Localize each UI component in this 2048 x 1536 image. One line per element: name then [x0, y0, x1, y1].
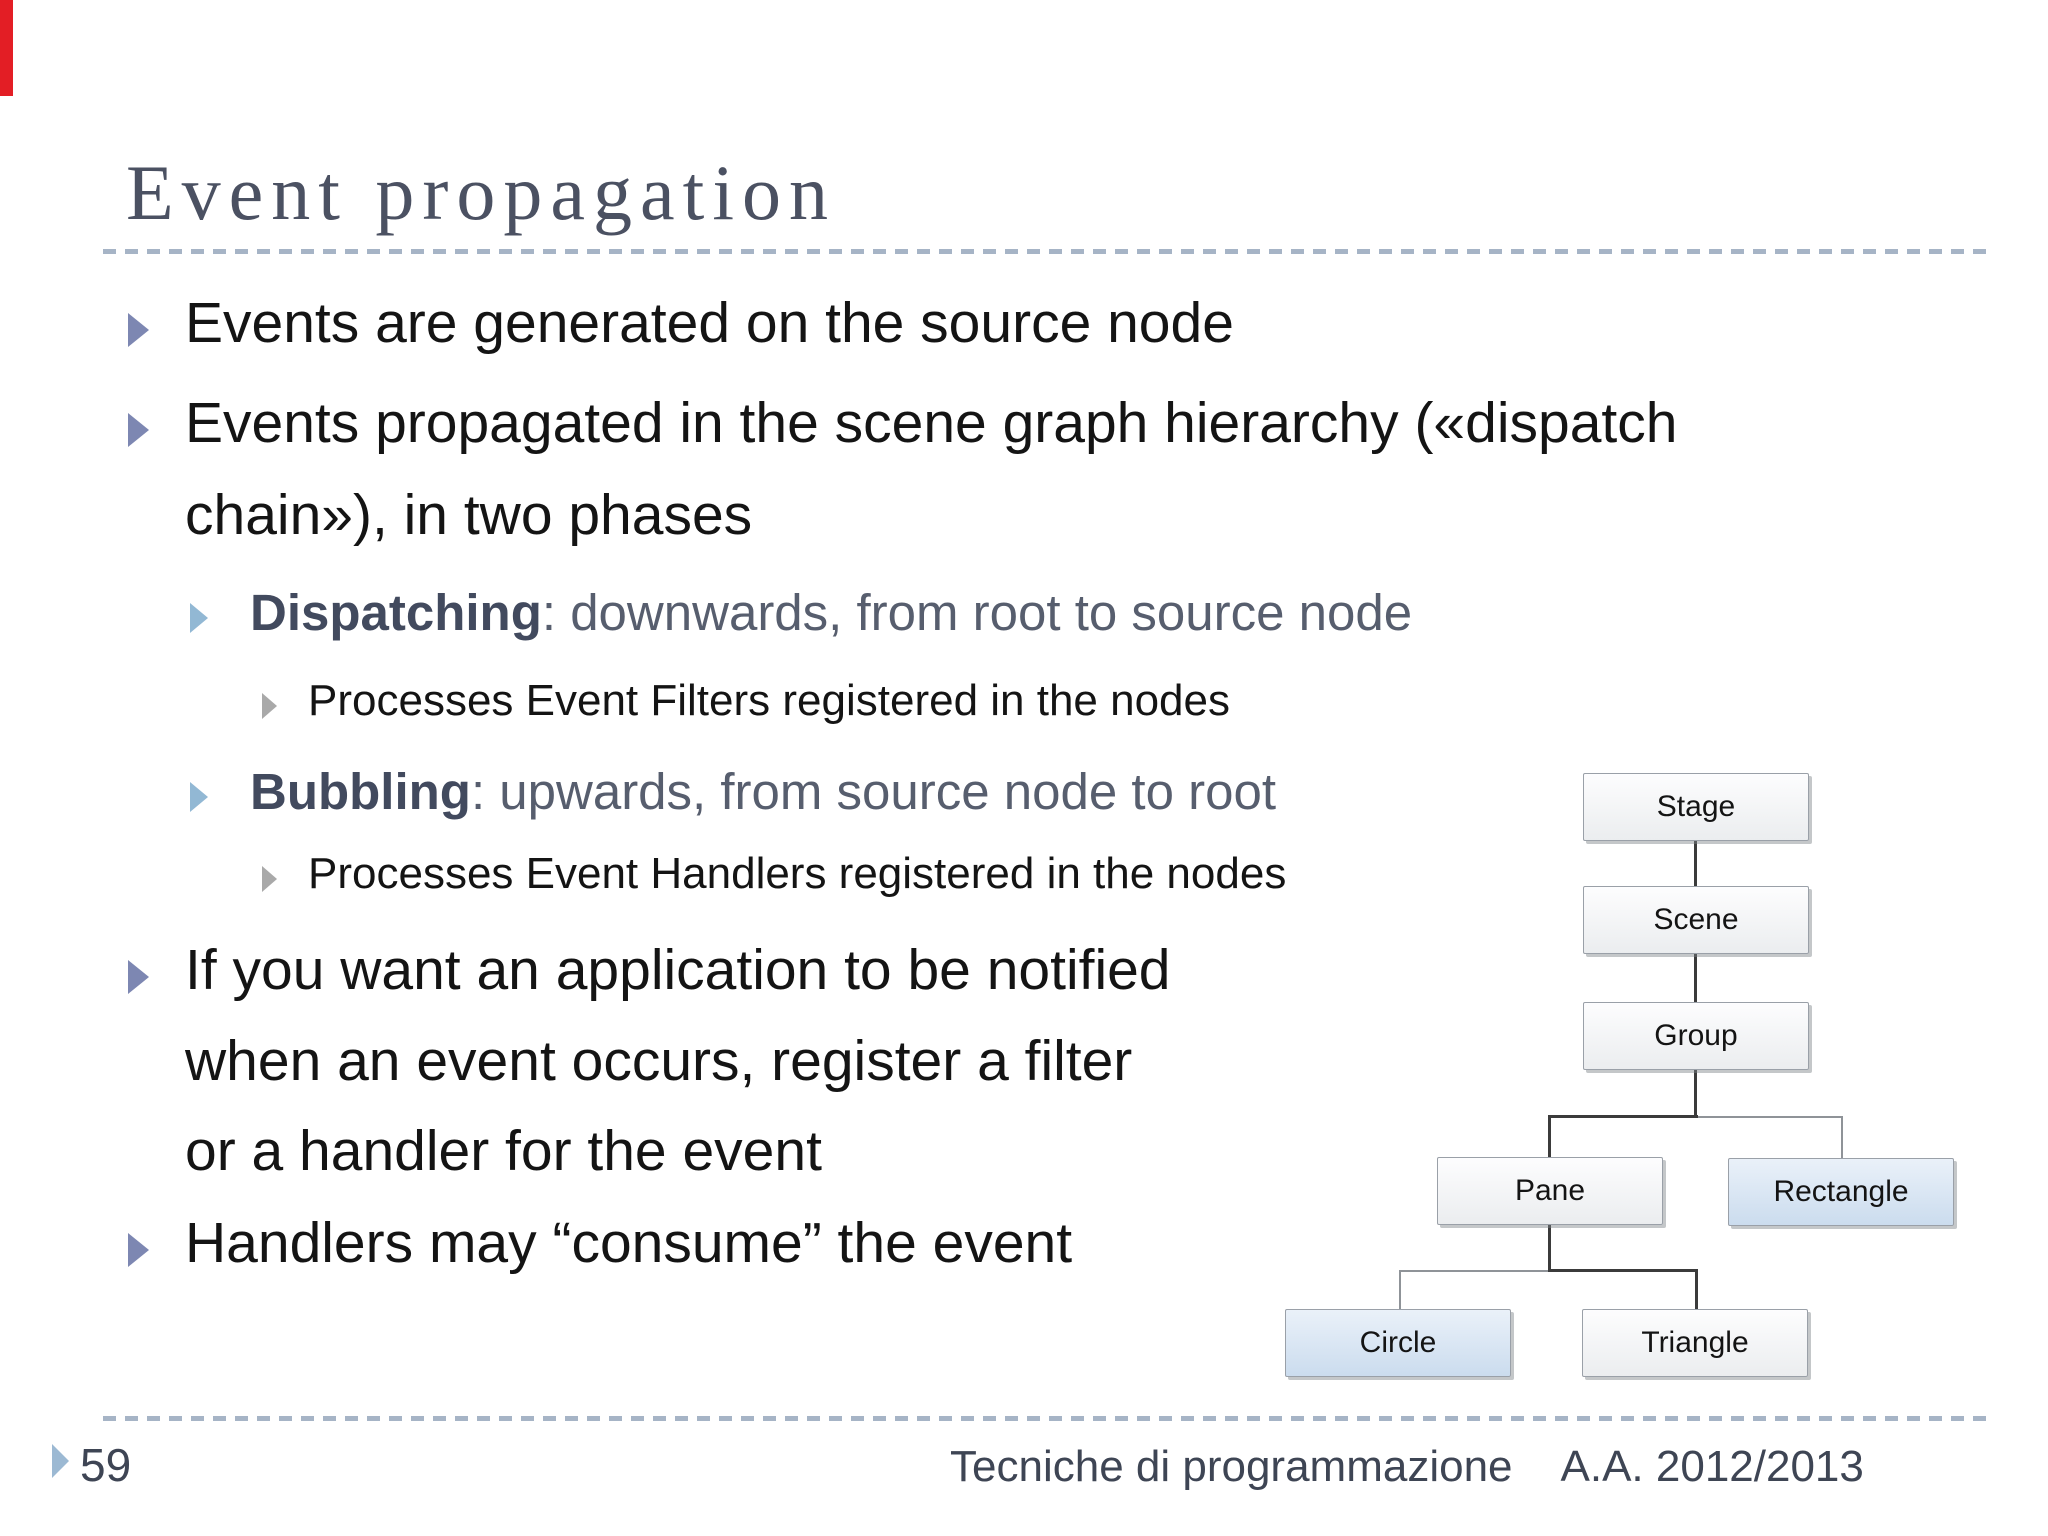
bullet-line-consume: Handlers may “consume” the event [128, 1211, 1073, 1277]
bullet-text: If you want an application to be notifie… [185, 938, 1171, 1002]
bullet-text: Handlers may “consume” the event [185, 1211, 1073, 1275]
bullet-line-2: Events propagated in the scene graph hie… [128, 391, 1678, 457]
node-group: Group [1583, 1002, 1809, 1070]
node-stage: Stage [1583, 773, 1809, 841]
node-label: Pane [1514, 1174, 1586, 1207]
footer-academic-year: A.A. 2012/2013 [1560, 1442, 1864, 1491]
bullet-text: or a handler for the event [185, 1119, 822, 1183]
connector-line [1399, 1270, 1550, 1272]
bullet-line-notify-continuation-2: or a handler for the event [185, 1119, 822, 1185]
bullet-line-2-continuation: chain»), in two phases [185, 483, 752, 549]
triangle-bullet-icon [128, 413, 149, 447]
node-label: Triangle [1641, 1326, 1749, 1359]
triangle-bullet-icon [262, 693, 277, 719]
bullet-text: Processes Event Handlers registered in t… [308, 849, 1287, 898]
bullet-text: Events are generated on the source node [185, 291, 1234, 355]
connector-line [1695, 1269, 1698, 1310]
connector-line [1694, 1069, 1697, 1118]
node-label: Scene [1653, 903, 1739, 936]
bullet-line-dispatching: Dispatching: downwards, from root to sou… [190, 584, 1413, 643]
bullet-text: chain»), in two phases [185, 483, 753, 547]
connector-line [1694, 953, 1697, 1003]
bullet-line-handlers: Processes Event Handlers registered in t… [262, 849, 1287, 900]
node-rectangle: Rectangle [1728, 1158, 1954, 1226]
node-scene: Scene [1583, 886, 1809, 954]
title-divider [103, 249, 1994, 254]
bullet-text: Events propagated in the scene graph hie… [185, 391, 1678, 455]
connector-line [1841, 1116, 1843, 1159]
bullet-lead-text: Bubbling [250, 763, 471, 820]
connector-line [1548, 1269, 1698, 1272]
connector-line [1548, 1115, 1698, 1118]
page-number: 59 [80, 1439, 132, 1491]
node-circle: Circle [1285, 1309, 1511, 1377]
connector-line [1399, 1270, 1401, 1310]
node-triangle: Triangle [1582, 1309, 1808, 1377]
bullet-line-notify: If you want an application to be notifie… [128, 938, 1171, 1004]
node-pane: Pane [1437, 1157, 1663, 1225]
bullet-line-filters: Processes Event Filters registered in th… [262, 676, 1231, 727]
connector-line [1548, 1224, 1551, 1272]
footer-triangle-icon [52, 1444, 69, 1478]
node-label: Circle [1359, 1326, 1437, 1359]
connector-line [1548, 1115, 1551, 1159]
triangle-bullet-icon [190, 782, 208, 812]
node-label: Rectangle [1773, 1175, 1909, 1208]
node-label: Group [1654, 1019, 1738, 1052]
triangle-bullet-icon [128, 313, 149, 347]
bullet-line-1: Events are generated on the source node [128, 291, 1234, 357]
bullet-rest-text: : downwards, from root to source node [541, 584, 1413, 641]
bullet-rest-text: : upwards, from source node to root [470, 763, 1277, 820]
bullet-line-bubbling: Bubbling: upwards, from source node to r… [190, 763, 1277, 822]
triangle-bullet-icon [128, 960, 149, 994]
bullet-lead-text: Dispatching [250, 584, 542, 641]
footer-text: Tecniche di programmazione A.A. 2012/2013 [950, 1442, 1864, 1492]
bullet-text: when an event occurs, register a filter [185, 1029, 1133, 1093]
slide-title: Event propagation [126, 149, 836, 236]
red-position-marker [0, 0, 13, 96]
connector-line [1698, 1116, 1842, 1118]
triangle-bullet-icon [262, 866, 277, 892]
footer-divider [103, 1416, 1994, 1421]
footer-course: Tecniche di programmazione [950, 1442, 1513, 1491]
bullet-text: Processes Event Filters registered in th… [308, 676, 1231, 725]
bullet-line-notify-continuation-1: when an event occurs, register a filter [185, 1029, 1132, 1095]
node-label: Stage [1656, 790, 1736, 823]
connector-line [1694, 840, 1697, 887]
triangle-bullet-icon [128, 1233, 149, 1267]
triangle-bullet-icon [190, 603, 208, 633]
